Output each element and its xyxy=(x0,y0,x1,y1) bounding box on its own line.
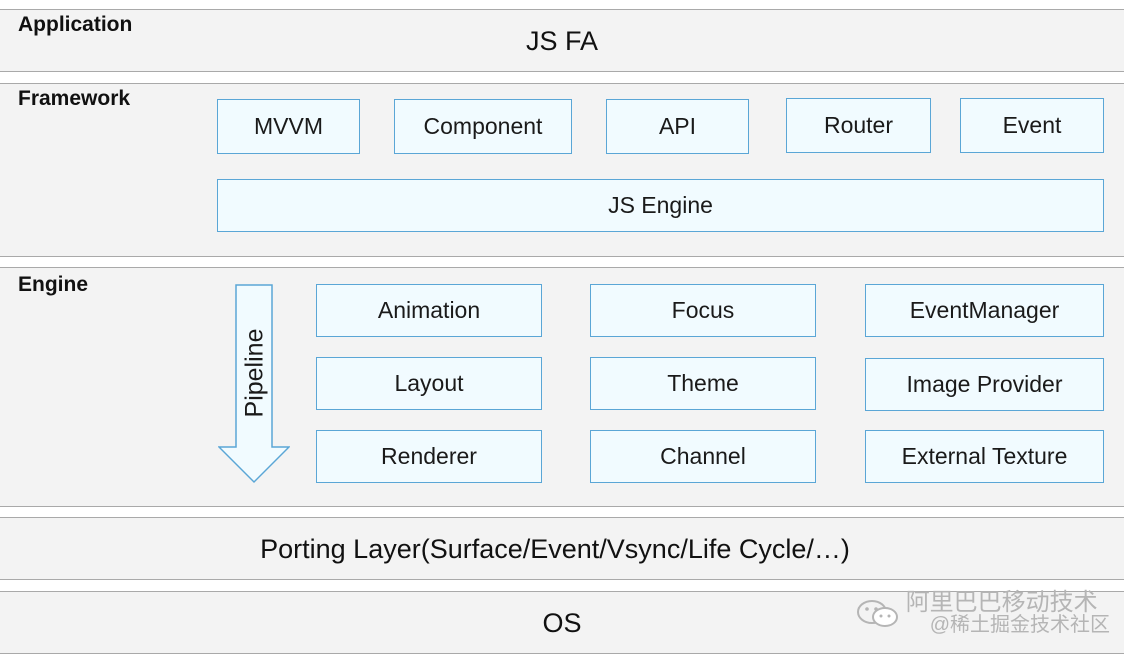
framework-module-router: Router xyxy=(786,98,931,153)
js-fa-label: JS FA xyxy=(525,26,599,56)
engine-module-animation: Animation xyxy=(316,284,542,337)
engine-module-channel: Channel xyxy=(590,430,816,483)
framework-module-event: Event xyxy=(960,98,1104,153)
js-engine-box: JS Engine xyxy=(217,179,1104,232)
porting-layer: Porting Layer(Surface/Event/Vsync/Life C… xyxy=(0,517,1124,580)
engine-module-eventmanager: EventManager xyxy=(865,284,1104,337)
watermark-line-2: @稀土掘金技术社区 xyxy=(929,614,1110,636)
framework-label: Framework xyxy=(18,87,131,110)
os-label: OS xyxy=(542,608,582,638)
engine-module-focus: Focus xyxy=(590,284,816,337)
framework-module-api: API xyxy=(606,99,749,154)
engine-module-layout: Layout xyxy=(316,357,542,410)
pipeline-arrow-icon xyxy=(218,284,290,484)
engine-label: Engine xyxy=(18,273,89,296)
application-layer: Application JS FA xyxy=(0,9,1124,72)
engine-module-external-texture: External Texture xyxy=(865,430,1104,483)
os-layer: OS xyxy=(0,591,1124,654)
framework-module-component: Component xyxy=(394,99,572,154)
engine-module-theme: Theme xyxy=(590,357,816,410)
application-label: Application xyxy=(18,13,133,36)
watermark: 阿里巴巴移动技术 @稀土掘金技术社区 xyxy=(856,589,1110,636)
framework-module-mvvm: MVVM xyxy=(217,99,360,154)
engine-module-renderer: Renderer xyxy=(316,430,542,483)
porting-layer-label: Porting Layer(Surface/Event/Vsync/Life C… xyxy=(260,534,850,564)
pipeline-label: Pipeline xyxy=(240,328,269,418)
watermark-line-1: 阿里巴巴移动技术 xyxy=(905,589,1098,616)
wechat-icon xyxy=(856,600,898,627)
engine-module-image-provider: Image Provider xyxy=(865,358,1104,411)
